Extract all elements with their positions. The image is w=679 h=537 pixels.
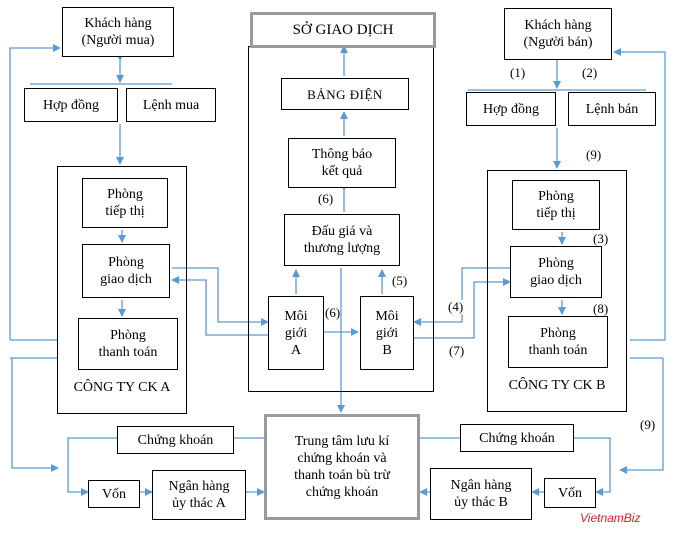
exchange-title: SỞ GIAO DỊCH xyxy=(292,21,394,38)
company-b-trading-label: Phòng giao dịch xyxy=(530,256,582,288)
seller-customer-label: Khách hàng (Người bán) xyxy=(523,18,593,50)
securities-right-label: Chứng khoán xyxy=(479,430,555,446)
broker-a-box: Môi giới A xyxy=(268,296,324,370)
company-a-frame xyxy=(57,166,187,414)
buy-order-label: Lệnh mua xyxy=(142,97,200,113)
step-label-4: (4) xyxy=(448,299,464,314)
company-a-trading-box: Phòng giao dịch xyxy=(82,244,170,298)
securities-left-box: Chứng khoán xyxy=(117,426,234,454)
company-a-payment-box: Phòng thanh toán xyxy=(78,318,178,370)
company-b-payment-label: Phòng thanh toán xyxy=(528,326,588,358)
company-b-trading-box: Phòng giao dịch xyxy=(510,246,602,298)
result-notice-label: Thông báo kết quả xyxy=(311,147,373,179)
auction-negotiation-box: Đấu giá và thương lượng xyxy=(284,214,400,266)
depository-clearing-label: Trung tâm lưu kí chứng khoán và thanh to… xyxy=(294,434,390,500)
step-label-5: (5) xyxy=(392,273,408,288)
auction-negotiation-label: Đấu giá và thương lượng xyxy=(303,224,381,256)
company-b-payment-box: Phòng thanh toán xyxy=(508,316,608,368)
company-b-marketing-label: Phòng tiếp thị xyxy=(536,189,576,221)
buy-order-box: Lệnh mua xyxy=(126,88,216,122)
exchange-title-box: SỞ GIAO DỊCH xyxy=(250,12,436,48)
step-label-6-upper: (6) xyxy=(318,191,334,206)
capital-left-box: Vốn xyxy=(88,480,140,508)
custodian-bank-a-box: Ngân hàng ủy thác A xyxy=(152,470,246,520)
electronic-board-label: BẢNG ĐIỆN xyxy=(307,86,383,102)
vietnambiz-watermark: VietnamBiz xyxy=(580,511,641,525)
broker-b-label: Môi giới B xyxy=(375,308,399,358)
step-label-9-right: (9) xyxy=(640,417,656,432)
buyer-customer-label: Khách hàng (Người mua) xyxy=(81,16,155,48)
company-a-payment-label: Phòng thanh toán xyxy=(98,328,158,360)
company-a-marketing-box: Phòng tiếp thị xyxy=(82,178,168,228)
buyer-customer-box: Khách hàng (Người mua) xyxy=(62,7,174,57)
company-a-marketing-label: Phòng tiếp thị xyxy=(105,187,145,219)
seller-contract-label: Hợp đồng xyxy=(482,101,539,117)
company-b-frame xyxy=(487,170,627,412)
seller-contract-box: Hợp đồng xyxy=(466,92,556,126)
depository-clearing-box: Trung tâm lưu kí chứng khoán và thanh to… xyxy=(264,414,420,520)
step-label-9-top: (9) xyxy=(586,147,602,162)
broker-b-box: Môi giới B xyxy=(360,296,414,370)
custodian-bank-b-label: Ngân hàng ủy thác B xyxy=(450,478,512,510)
capital-right-label: Vốn xyxy=(557,485,583,501)
company-b-marketing-box: Phòng tiếp thị xyxy=(512,180,600,230)
custodian-bank-b-box: Ngân hàng ủy thác B xyxy=(430,468,532,520)
buyer-contract-label: Hợp đồng xyxy=(42,97,99,113)
sell-order-box: Lệnh bán xyxy=(568,92,656,126)
securities-right-box: Chứng khoán xyxy=(460,424,574,452)
step-label-6-lower: (6) xyxy=(325,305,341,320)
result-notice-box: Thông báo kết quả xyxy=(288,138,396,188)
company-a-name: CÔNG TY CK A xyxy=(73,380,171,395)
capital-right-box: Vốn xyxy=(544,478,596,508)
electronic-board-box: BẢNG ĐIỆN xyxy=(281,78,409,110)
securities-left-label: Chứng khoán xyxy=(137,432,214,448)
company-a-trading-label: Phòng giao dịch xyxy=(100,255,152,287)
broker-a-label: Môi giới A xyxy=(284,308,308,358)
seller-customer-box: Khách hàng (Người bán) xyxy=(504,8,612,60)
step-label-3: (3) xyxy=(593,231,609,246)
sell-order-label: Lệnh bán xyxy=(585,101,639,117)
capital-left-label: Vốn xyxy=(101,486,127,502)
step-label-1: (1) xyxy=(510,65,526,80)
step-label-2: (2) xyxy=(582,65,598,80)
custodian-bank-a-label: Ngân hàng ủy thác A xyxy=(168,479,230,511)
company-b-name: CÔNG TY CK B xyxy=(508,378,606,393)
step-label-8: (8) xyxy=(593,301,609,316)
step-label-7: (7) xyxy=(449,343,465,358)
buyer-contract-box: Hợp đồng xyxy=(24,88,118,122)
